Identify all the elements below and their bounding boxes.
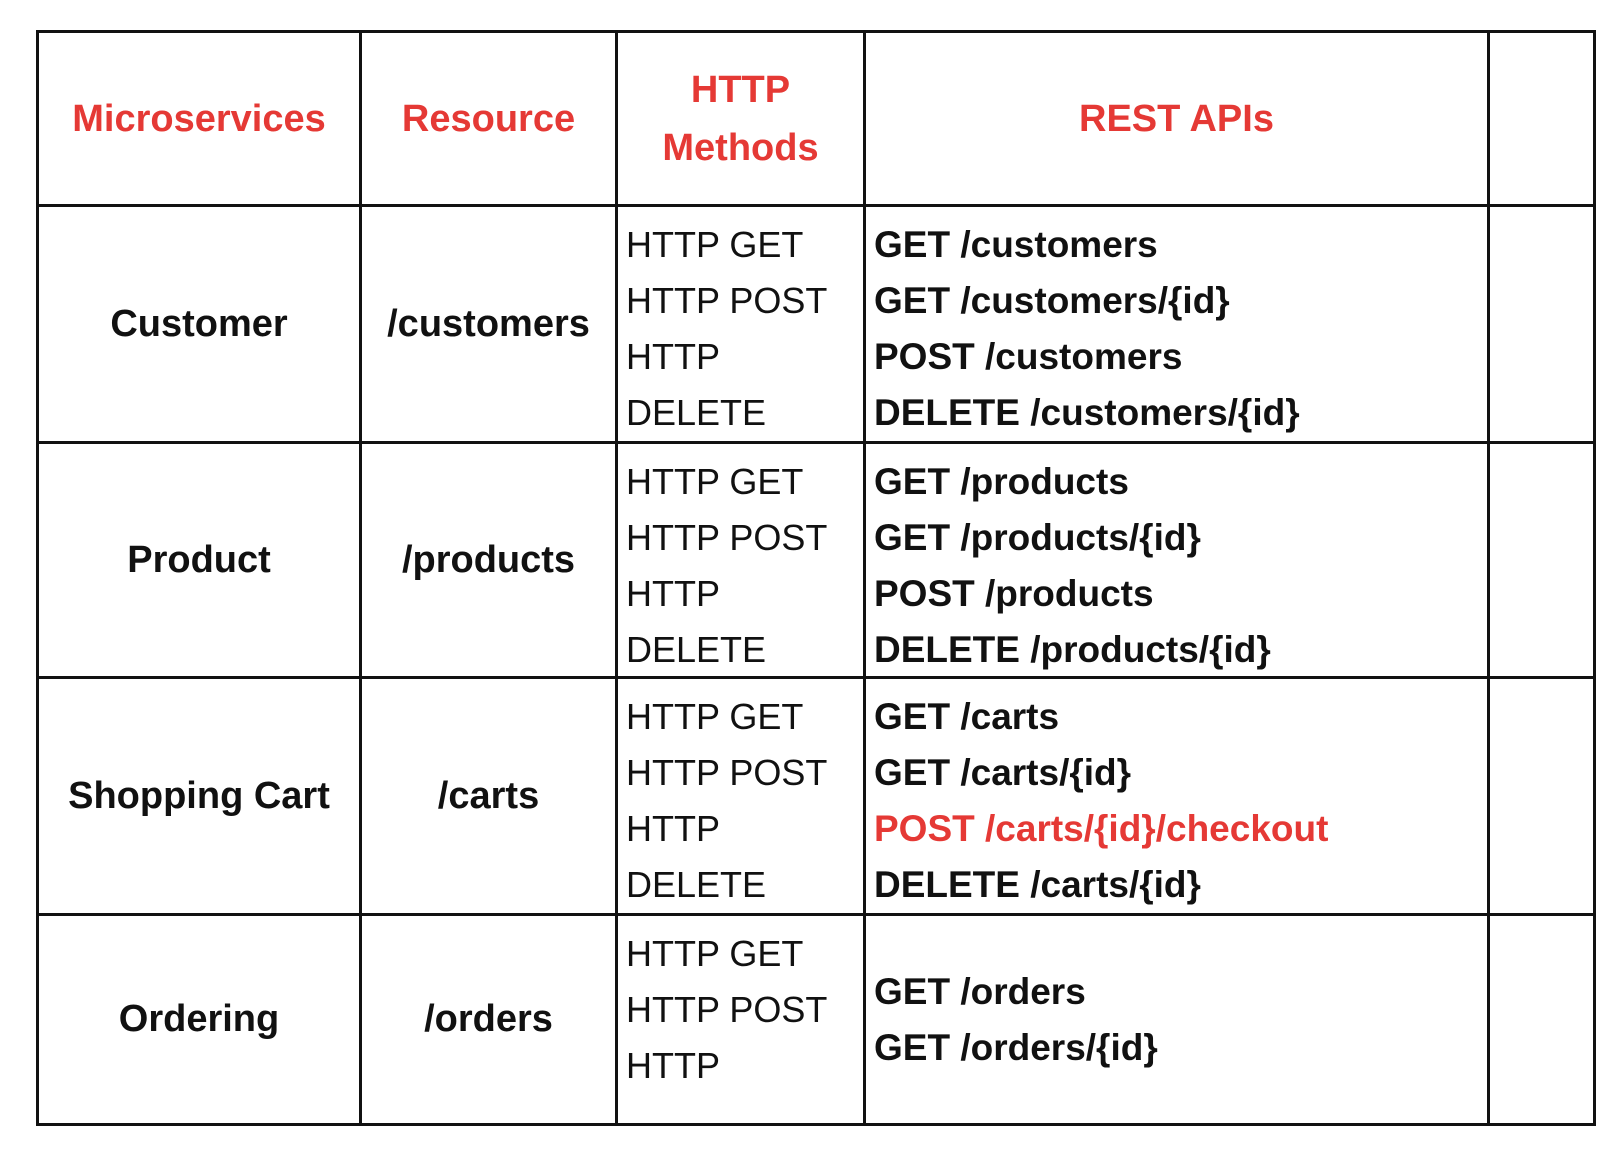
rest-api-endpoint: GET /products/{id} — [874, 517, 1201, 558]
http-method: HTTP — [626, 1045, 720, 1086]
apis-cell: GET /products GET /products/{id} POST /p… — [866, 444, 1487, 676]
rest-api-endpoint: GET /carts/{id} — [874, 752, 1132, 793]
header-rest-apis-label: REST APIs — [1079, 97, 1274, 140]
http-method: HTTP POST — [626, 752, 828, 793]
rest-api-endpoint-highlighted: POST /carts/{id}/checkout — [874, 808, 1329, 849]
service-name: Customer — [110, 302, 288, 345]
methods-cell: HTTP GET HTTP POST HTTP DELETE — [618, 207, 863, 441]
http-method: DELETE — [626, 629, 767, 670]
rest-api-endpoint: DELETE /customers/{id} — [874, 392, 1300, 433]
methods-cell: HTTP GET HTTP POST HTTP DELETE — [618, 679, 863, 913]
header-http-methods-line2: Methods — [662, 126, 819, 169]
resource-cell: /carts — [362, 679, 615, 913]
rest-api-endpoint: GET /orders/{id} — [874, 1026, 1158, 1068]
row-divider — [39, 913, 1593, 916]
row-divider — [39, 441, 1593, 444]
rest-api-endpoint: GET /orders — [874, 970, 1086, 1012]
resource-cell: /orders — [362, 916, 615, 1123]
http-method: HTTP GET — [626, 696, 804, 737]
header-rest-apis: REST APIs — [866, 33, 1487, 204]
column-divider — [863, 33, 866, 1123]
methods-cell: HTTP GET HTTP POST HTTP — [618, 916, 863, 1123]
http-method: HTTP GET — [626, 461, 804, 502]
rest-api-endpoint: GET /customers/{id} — [874, 280, 1230, 321]
header-microservices: Microservices — [39, 33, 359, 204]
resource-cell: /products — [362, 444, 615, 676]
header-resource-label: Resource — [401, 97, 576, 140]
service-cell: Product — [39, 444, 359, 676]
http-method: HTTP GET — [626, 933, 804, 974]
column-divider — [1487, 33, 1490, 1123]
column-divider — [359, 33, 362, 1123]
service-name: Ordering — [118, 998, 280, 1040]
rest-api-endpoint: POST /customers — [874, 336, 1183, 377]
row-divider — [39, 676, 1593, 679]
http-method: DELETE — [626, 392, 767, 433]
header-http-methods: HTTP Methods — [618, 33, 863, 204]
http-method: HTTP — [626, 808, 720, 849]
http-method: HTTP POST — [626, 280, 828, 321]
rest-api-endpoint: POST /products — [874, 573, 1154, 614]
resource-path: /customers — [387, 302, 590, 345]
rest-api-endpoint: GET /carts — [874, 696, 1060, 737]
header-http-methods-line1: HTTP — [690, 68, 791, 111]
apis-cell: GET /orders GET /orders/{id} — [866, 916, 1487, 1123]
rest-api-endpoint: DELETE /products/{id} — [874, 629, 1271, 670]
service-cell: Ordering — [39, 916, 359, 1123]
http-method: HTTP POST — [626, 517, 828, 558]
http-method: DELETE — [626, 864, 767, 905]
methods-cell: HTTP GET HTTP POST HTTP DELETE — [618, 444, 863, 676]
header-resource: Resource — [362, 33, 615, 204]
column-divider — [615, 33, 618, 1123]
resource-path: /orders — [424, 998, 553, 1040]
microservices-table: Microservices Resource HTTP Methods REST… — [36, 30, 1596, 1126]
apis-cell: GET /carts GET /carts/{id} POST /carts/{… — [866, 679, 1487, 913]
service-cell: Customer — [39, 207, 359, 441]
rest-api-endpoint: DELETE /carts/{id} — [874, 864, 1201, 905]
apis-cell: GET /customers GET /customers/{id} POST … — [866, 207, 1487, 441]
service-name: Shopping Cart — [68, 774, 330, 817]
rest-api-endpoint: GET /customers — [874, 224, 1158, 265]
service-cell: Shopping Cart — [39, 679, 359, 913]
rest-api-endpoint: GET /products — [874, 461, 1129, 502]
http-method: HTTP — [626, 336, 720, 377]
header-microservices-label: Microservices — [72, 97, 326, 140]
http-method: HTTP — [626, 573, 720, 614]
http-method: HTTP POST — [626, 989, 828, 1030]
resource-path: /carts — [437, 774, 540, 817]
row-divider — [39, 204, 1593, 207]
resource-path: /products — [401, 538, 576, 581]
service-name: Product — [127, 538, 271, 581]
resource-cell: /customers — [362, 207, 615, 441]
http-method: HTTP GET — [626, 224, 804, 265]
